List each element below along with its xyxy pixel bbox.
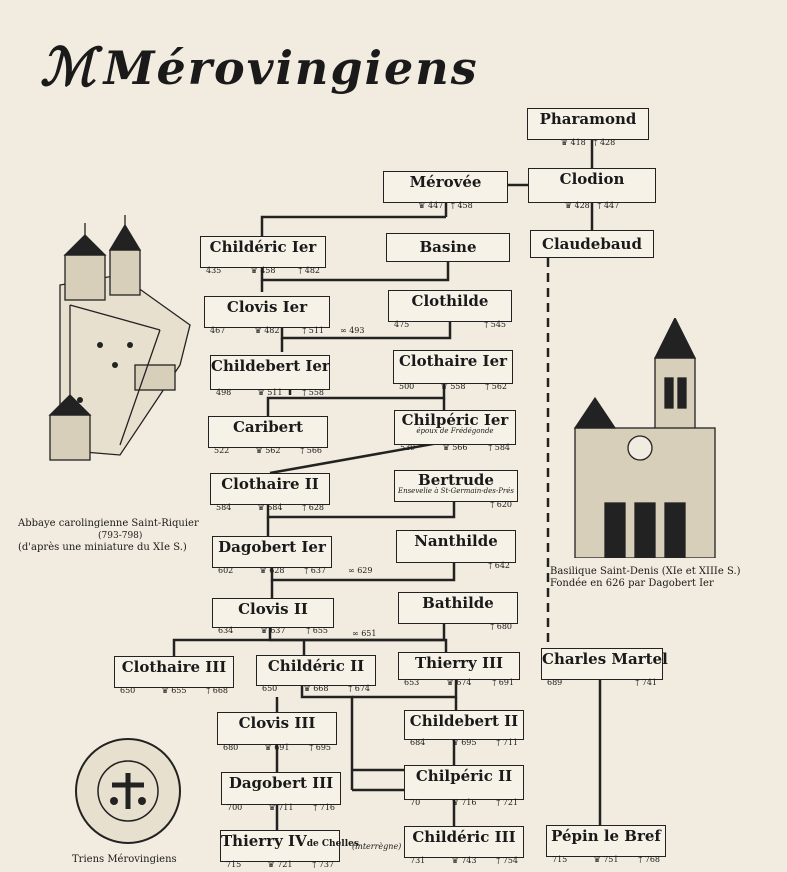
abbey-illustration [48, 215, 191, 461]
person-clovis-1: Clovis Ier 467♛ 482† 511 [204, 296, 330, 335]
crown-icon: ♛ [268, 803, 276, 812]
person-clothaire-2: Clothaire II 584♛ 584† 628 [210, 473, 330, 512]
person-claudebaud: Claudebaud [530, 230, 654, 258]
crown-icon: ♛ [259, 566, 267, 575]
marriage-mark-629: ∞ 629 [348, 566, 373, 575]
crown-icon: ♛ [564, 201, 572, 210]
crown-icon: ♛ [254, 326, 262, 335]
person-clovis-2: Clovis II 634♛ 637† 655 [212, 598, 334, 635]
crown-icon: ♛ [451, 738, 459, 747]
basilica-caption: Basilique Saint-Denis (XIe et XIIIe S.) … [550, 566, 741, 589]
crown-icon: ♛ [250, 266, 258, 275]
crown-icon: ♛ [440, 382, 448, 391]
person-chilperic-2: Chilpéric II 70♛ 716† 721 [404, 765, 524, 807]
crown-icon: ♛ [418, 201, 426, 210]
person-caribert: Caribert 522♛ 562† 566 [208, 416, 328, 455]
person-clovis-3: Clovis III 680♛ 691† 695 [217, 712, 337, 752]
person-thierry-3: Thierry III 653♛ 674† 691 [398, 652, 520, 687]
crown-icon: ♛ [267, 860, 275, 869]
person-clothilde: Clothilde 475† 545 [388, 290, 512, 329]
person-charles-martel: Charles Martel 689† 741 [541, 648, 668, 687]
crown-icon: ♛ [257, 388, 265, 397]
person-dagobert-1: Dagobert Ier 602♛ 628† 637 [212, 536, 332, 575]
person-childeric-3: Childéric III 731♛ 743† 754 [404, 826, 524, 865]
marriage-mark-493: ∞ 493 [340, 326, 365, 335]
crown-icon: ♛ [451, 856, 459, 865]
crown-icon: ♛ [257, 503, 265, 512]
person-pharamond: Pharamond ♛ 418 † 428 [527, 108, 649, 147]
crown-icon: ♛ [451, 798, 459, 807]
person-clothaire-3: Clothaire III 650♛ 655† 668 [114, 656, 234, 695]
person-clothaire-1: Clothaire Ier 500♛ 558† 562 [393, 350, 513, 391]
person-pepin-le-bref: Pépin le Bref 715♛ 751† 768 [546, 825, 666, 864]
crown-icon: ♛ [260, 626, 268, 635]
person-chilperic-1: Chilpéric Ier époux de Frédégonde 539♛ 5… [394, 410, 516, 452]
coin-caption: Triens Mérovingiens [72, 854, 177, 865]
person-childebert-1: Childebert Ier 498♛ 511† 558 [210, 355, 330, 397]
person-dagobert-3: Dagobert III 700♛ 711† 716 [221, 772, 341, 812]
coin-illustration [75, 738, 181, 844]
person-thierry-4: Thierry IVde Chelles 715♛ 721† 737 [220, 830, 359, 869]
crown-icon: ♛ [255, 446, 263, 455]
crown-icon: ♛ [161, 686, 169, 695]
person-nanthilde: Nanthilde † 642 [396, 530, 516, 570]
crown-icon: ♛ [560, 138, 568, 147]
person-childebert-2: Childebert II 684♛ 695† 711 [404, 710, 524, 747]
abbey-caption: Abbaye carolingienne Saint-Riquier (793-… [18, 518, 199, 553]
person-merovee: Mérovée ♛ 447 † 458 [383, 171, 508, 210]
person-basine: Basine [386, 233, 510, 262]
person-clodion: Clodion ♛ 428 † 447 [528, 168, 656, 210]
page-title: ℳ Mérovingiens [40, 37, 479, 98]
basilica-illustration [573, 318, 716, 558]
person-childeric-2: Childéric II 650♛ 668† 674 [256, 655, 376, 693]
person-childeric-1: Childéric Ier 435♛ 458† 482 [200, 236, 326, 275]
crown-icon: ♛ [303, 684, 311, 693]
crown-icon: ♛ [264, 743, 272, 752]
crown-icon: ♛ [593, 855, 601, 864]
person-bathilde: Bathilde † 680 [398, 592, 518, 631]
crown-icon: ♛ [442, 443, 450, 452]
marriage-mark-651: ∞ 651 [352, 629, 377, 638]
person-bertrude: Bertrude Ensevelie à St-Germain-des-Prés… [394, 470, 518, 509]
scroll-ornament-icon: ℳ [40, 37, 98, 98]
interregne-label: (interrègne) [352, 842, 402, 851]
crown-icon: ♛ [446, 678, 454, 687]
